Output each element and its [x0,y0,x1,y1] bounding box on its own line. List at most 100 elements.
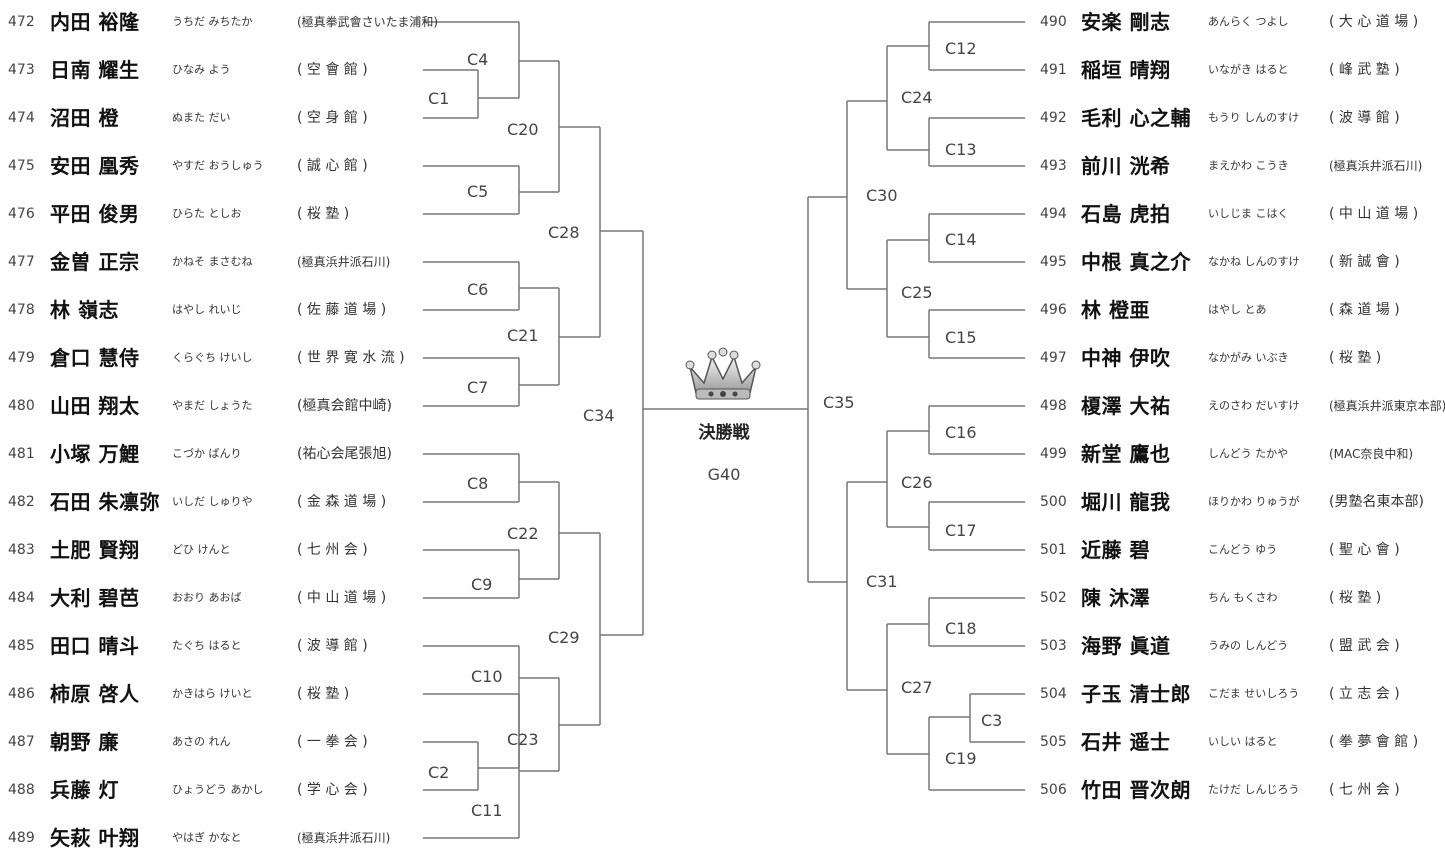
match-label-c1: C1 [428,89,450,108]
entrant-dojo: ( 中 山 道 場 ) [297,590,387,606]
entrant-kana: やすだ おうしゅう [172,159,264,172]
entrant-kana: ほりかわ りゅうが [1208,495,1300,508]
match-label-c20: C20 [507,120,539,139]
entrant-dojo: ( 新 誠 會 ) [1329,254,1400,270]
entrant-kana: はやし とあ [1208,303,1267,316]
entrant-number: 489 [8,830,35,846]
entrant-name: 小塚 万鯉 [50,442,140,466]
entrant-dojo: ( 七 州 会 ) [1329,782,1400,798]
final-title: 決勝戦 [698,423,750,443]
match-label-c9: C9 [471,575,493,594]
entrant-dojo: ( 桜 塾 ) [1329,350,1382,366]
match-label-c6: C6 [467,280,489,299]
match-label-c15: C15 [945,328,977,347]
entrant-dojo: ( 聖 心 會 ) [1329,542,1400,558]
match-label-c21: C21 [507,326,539,345]
entrant-kana: あさの れん [172,735,231,748]
entrant-name: 毛利 心之輔 [1081,106,1191,130]
entrant-dojo: ( 七 州 会 ) [297,542,368,558]
entrant-dojo: ( 世 界 寛 水 流 ) [297,350,405,366]
match-label-c34: C34 [583,406,615,425]
entrant-name: 安楽 剛志 [1081,10,1171,34]
entrant-kana: ぬまた だい [172,111,231,124]
entrant-name: 柿原 啓人 [50,682,140,706]
entrant-kana: おおり あおば [172,591,242,604]
entrant-name: 陳 沐澤 [1081,586,1150,610]
entrant-name: 近藤 碧 [1081,538,1150,562]
entrant-number: 482 [8,494,35,510]
entrant-name: 倉口 慧侍 [50,346,140,370]
entrant-dojo: ( 空 會 館 ) [297,62,368,78]
entrant-dojo: ( 佐 藤 道 場 ) [297,302,387,318]
entrant-dojo: ( 立 志 会 ) [1329,686,1400,702]
entrant-kana: たけだ しんじろう [1208,783,1300,796]
entrant-number: 484 [8,590,35,606]
entrant-number: 496 [1040,302,1067,318]
entrant-name: 田口 晴斗 [50,634,140,658]
entrant-number: 486 [8,686,35,702]
entrant-kana: なかがみ いぶき [1208,351,1289,364]
entrant-number: 483 [8,542,35,558]
entrant-name: 中根 真之介 [1081,250,1191,274]
entrant-kana: はやし れいじ [172,303,242,316]
entrant-name: 堀川 龍我 [1081,490,1171,514]
entrant-kana: かねそ まさむね [172,255,253,268]
match-label-c29: C29 [548,628,580,647]
entrant-number: 500 [1040,494,1067,510]
match-label-c25: C25 [901,283,933,302]
match-label-c14: C14 [945,230,977,249]
entrant-kana: うみの しんどう [1208,639,1289,652]
entrant-name: 山田 翔太 [50,394,140,418]
entrant-dojo: ( 金 森 道 場 ) [297,494,387,510]
entrant-dojo: ( 波 導 館 ) [297,638,368,654]
entrant-kana: あんらく つよし [1208,15,1289,28]
entrant-name: 榎澤 大祐 [1081,394,1171,418]
match-label-c4: C4 [467,50,489,69]
entrant-kana: どひ けんと [172,543,231,556]
entrant-number: 477 [8,254,35,270]
entrant-name: 竹田 晋次朗 [1081,778,1191,802]
match-label-c26: C26 [901,473,933,492]
match-label-c19: C19 [945,749,977,768]
entrant-kana: なかね しんのすけ [1208,255,1300,268]
match-label-c28: C28 [548,223,580,242]
entrant-number: 479 [8,350,35,366]
entrant-dojo: ( 桜 塾 ) [297,206,350,222]
entrant-name: 中神 伊吹 [1081,346,1171,370]
match-label-c30: C30 [866,186,898,205]
match-label-c23: C23 [507,730,539,749]
entrant-dojo: ( 波 導 館 ) [1329,110,1400,126]
entrant-kana: しんどう たかや [1208,447,1289,460]
match-label-c18: C18 [945,619,977,638]
entrant-kana: くらぐち けいし [172,351,253,364]
entrant-name: 大利 碧芭 [50,586,140,610]
entrant-dojo: ( 一 拳 会 ) [297,734,368,750]
entrant-kana: かきはら けいと [172,687,253,700]
entrant-number: 485 [8,638,35,654]
entrant-kana: やはぎ かなと [172,831,242,844]
entrant-name: 土肥 賢翔 [50,538,140,562]
entrant-kana: ひょうどう あかし [172,783,264,796]
entrant-dojo: (極真会館中崎) [297,398,392,414]
entrant-kana: うちだ みちたか [172,15,253,28]
entrant-kana: もうり しんのすけ [1208,111,1300,124]
match-label-c10: C10 [471,667,503,686]
entrant-dojo: ( 峰 武 塾 ) [1329,62,1400,78]
entrant-dojo: ( 大 心 道 場 ) [1329,14,1419,30]
entrant-name: 兵藤 灯 [50,778,119,802]
entrant-number: 498 [1040,398,1067,414]
entrant-name: 海野 眞道 [1081,634,1171,658]
match-label-c17: C17 [945,521,977,540]
entrant-number: 499 [1040,446,1067,462]
entrant-name: 平田 俊男 [50,202,140,226]
entrant-dojo: (祐心会尾張旭) [297,446,392,462]
match-label-c27: C27 [901,678,933,697]
entrant-dojo: ( 桜 塾 ) [1329,590,1382,606]
final-match-code: G40 [707,465,741,484]
entrant-name: 金曽 正宗 [50,250,140,274]
entrant-dojo: ( 空 身 館 ) [297,110,368,126]
entrant-kana: いしだ しゅりや [172,495,253,508]
match-label-c16: C16 [945,423,977,442]
entrant-number: 490 [1040,14,1067,30]
entrant-name: 稲垣 晴翔 [1081,58,1171,82]
